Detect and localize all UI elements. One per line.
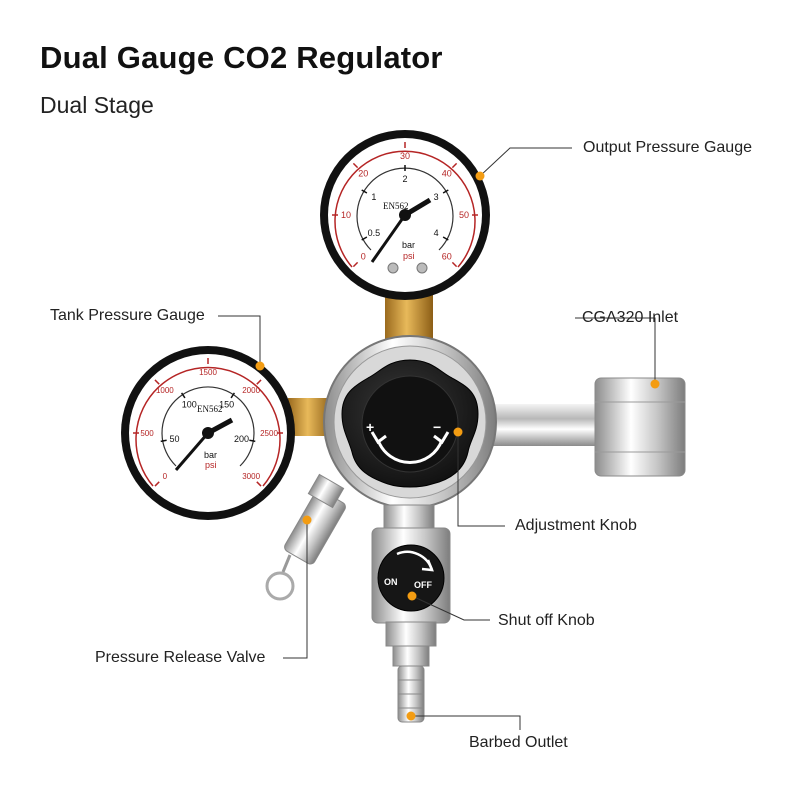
knob-plus-label: +: [366, 419, 374, 435]
tank-gauge-unit-bar: bar: [204, 450, 217, 460]
output-psi-scale-tick: [451, 261, 458, 268]
output-gauge-brand: EN562: [383, 201, 409, 211]
callout-dot-barbed: [406, 711, 416, 721]
tank-psi-scale-label: 500: [140, 429, 154, 438]
callout-barbed-outlet: Barbed Outlet: [469, 734, 568, 751]
tank-bar-scale-tick: [180, 392, 186, 399]
output-psi-scale-label: 10: [341, 210, 351, 220]
callout-pressure-release-valve: Pressure Release Valve: [95, 649, 266, 666]
output-bar-scale-label: 2: [402, 174, 407, 184]
knob-minus-label: −: [433, 419, 441, 435]
output-psi-scale-label: 60: [442, 252, 452, 262]
callout-dot-release: [302, 515, 312, 525]
tank-pressure-gauge: 0 500 1000 1500 2000 2500 3000 50 100 150 200: [121, 346, 295, 520]
tank-bar-scale-label: 150: [219, 400, 234, 410]
output-gauge-unit-psi: psi: [403, 251, 415, 261]
output-psi-scale-label: 40: [442, 168, 452, 178]
output-gauge-unit-bar: bar: [402, 240, 415, 250]
valve-on-label: ON: [384, 577, 398, 587]
tank-bar-scale-label: 50: [170, 434, 180, 444]
page-subtitle: Dual Stage: [40, 92, 154, 118]
callout-adjustment-knob: Adjustment Knob: [515, 517, 637, 534]
page-title: Dual Gauge CO2 Regulator: [40, 40, 443, 75]
callout-lines: [218, 147, 656, 730]
callout-dot-inlet: [650, 379, 660, 389]
output-psi-scale-label: 50: [459, 210, 469, 220]
callout-tank-pressure-gauge: Tank Pressure Gauge: [50, 307, 205, 324]
output-bar-scale-label: 1: [371, 192, 376, 202]
output-gauge-needle: [370, 214, 407, 263]
pressure-release-valve: [265, 473, 346, 601]
output-bar-scale-tick: [442, 189, 449, 194]
tank-bar-scale-tick: [249, 439, 256, 443]
output-bar-scale-tick: [361, 189, 368, 194]
output-psi-scale-tick: [451, 162, 458, 169]
output-psi-scale-tick: [352, 261, 359, 268]
tank-gauge-unit-psi: psi: [205, 460, 217, 470]
callout-dot-shutoff: [407, 591, 417, 601]
tank-bar-scale-tick: [230, 392, 236, 399]
tank-bar-scale-label: 100: [182, 400, 197, 410]
tank-psi-scale-label: 2500: [260, 429, 278, 438]
output-pressure-gauge: 0 10 20 30 40 50 60 0.5 1 2 3 4: [320, 130, 490, 300]
shutoff-knob: [377, 544, 445, 612]
outlet-nut: [385, 621, 437, 647]
tank-psi-scale-label: 0: [163, 472, 168, 481]
output-psi-scale-label: 30: [400, 151, 410, 161]
tank-gauge-brand: EN562: [197, 404, 223, 414]
tank-psi-scale-tick: [256, 379, 262, 385]
callout-shutoff-knob: Shut off Knob: [498, 612, 595, 629]
tank-bar-scale-label: 200: [234, 434, 249, 444]
valve-off-label: OFF: [414, 580, 432, 590]
inlet-pipe: [490, 404, 600, 446]
tank-psi-scale-tick: [256, 481, 262, 487]
pull-ring: [265, 571, 295, 601]
output-psi-scale-label: 0: [361, 252, 366, 262]
lower-stem: [383, 504, 435, 532]
output-psi-scale-label: 20: [358, 168, 368, 178]
tank-psi-scale-label: 2000: [242, 386, 260, 395]
output-psi-scale-tick: [352, 162, 359, 169]
tank-gauge-needle: [174, 432, 210, 471]
callout-dot-adjust: [453, 427, 463, 437]
callout-output-pressure-gauge: Output Pressure Gauge: [583, 139, 752, 156]
callout-cga320-inlet: CGA320 Inlet: [582, 309, 679, 326]
tank-psi-scale-label: 3000: [242, 472, 260, 481]
tank-psi-scale-label: 1500: [199, 368, 217, 377]
callout-dot-tank: [255, 361, 265, 371]
output-bar-scale-label: 3: [434, 192, 439, 202]
output-bar-scale-tick: [442, 236, 449, 241]
output-bar-scale-label: 0.5: [368, 228, 381, 238]
tank-bar-scale-tick: [160, 439, 167, 443]
tank-psi-scale-label: 1000: [156, 386, 174, 395]
output-bar-scale-label: 4: [434, 228, 439, 238]
cga320-inlet-nut: [594, 377, 686, 477]
callout-dot-output: [475, 171, 485, 181]
adjustment-knob: [341, 359, 479, 488]
output-bar-scale-tick: [361, 236, 368, 241]
tank-psi-scale-tick: [154, 481, 160, 487]
barbed-outlet: [397, 665, 425, 723]
tank-psi-scale-tick: [154, 379, 160, 385]
